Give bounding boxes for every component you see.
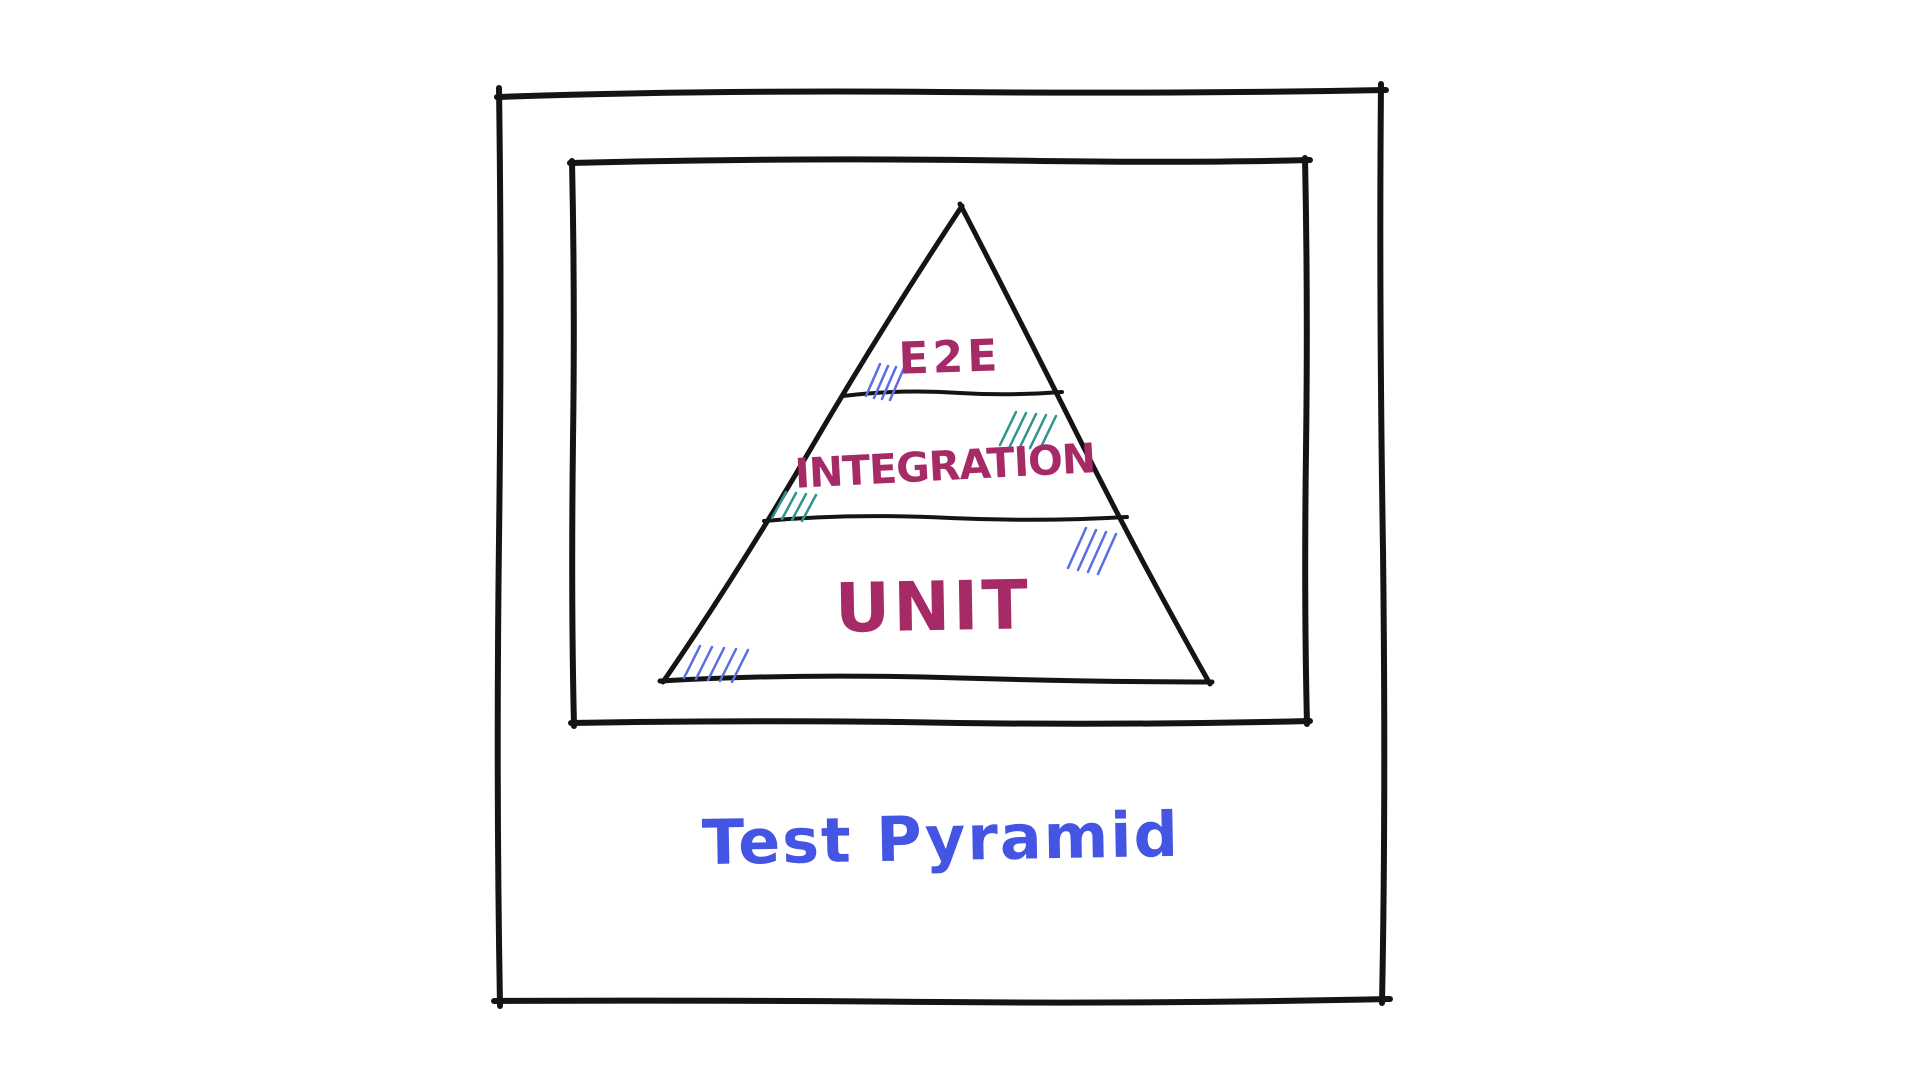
hatch-line (800, 493, 818, 523)
outer-frame-right-edge (1377, 81, 1388, 1006)
pyramid-left-edge (660, 203, 965, 685)
layer-label-e2e: E2E (898, 330, 1002, 385)
inner-frame (567, 155, 1313, 729)
hatch-integration-right (998, 410, 1058, 451)
hatch-line (790, 492, 808, 522)
inner-frame-top-edge (567, 156, 1313, 166)
pyramid-outline (657, 201, 1215, 687)
hatch-line (998, 410, 1018, 447)
hatch-line (718, 647, 738, 683)
layer-label-unit: UNIT (834, 566, 1031, 648)
outer-frame-bottom-edge (491, 996, 1393, 1006)
hatch-unit-right (1066, 526, 1118, 576)
inner-frame-bottom-edge (568, 718, 1313, 727)
layer-label-integration: INTEGRATION (793, 434, 1096, 498)
hatch-integration-left (770, 490, 818, 523)
hatch-line (888, 366, 906, 402)
outer-frame (491, 81, 1393, 1009)
hatch-line (1038, 414, 1058, 451)
hatch-line (1028, 413, 1048, 450)
hatch-line (1008, 411, 1028, 448)
divider-e2e-integration (841, 389, 1064, 398)
hatch-line (1096, 532, 1118, 576)
hatch-line (706, 646, 726, 682)
hatch-unit-bottom-left (682, 644, 750, 684)
caption-test-pyramid: Test Pyramid (701, 798, 1180, 879)
hatch-e2e-left (864, 362, 906, 402)
divider-integration-unit (762, 514, 1129, 523)
hatch-line (770, 490, 788, 520)
hatch-line (880, 365, 898, 401)
inner-frame-left-edge (569, 158, 577, 729)
hatch-line (1066, 526, 1088, 570)
pyramid-dividers (762, 389, 1129, 523)
outer-frame-top-edge (494, 87, 1389, 100)
hatch-line (1018, 412, 1038, 449)
hatch-line (780, 491, 798, 521)
outer-frame-left-edge (494, 85, 504, 1009)
hatch-line (1086, 530, 1108, 574)
hatch-line (694, 645, 714, 681)
hatch-line (864, 362, 882, 398)
hatch-line (872, 364, 890, 400)
hatch-line (730, 648, 750, 684)
pyramid-right-edge (957, 201, 1213, 687)
pyramid-base-edge (657, 673, 1215, 685)
hatch-line (682, 644, 702, 680)
hatch-line (1076, 528, 1098, 572)
inner-frame-right-edge (1302, 155, 1310, 727)
